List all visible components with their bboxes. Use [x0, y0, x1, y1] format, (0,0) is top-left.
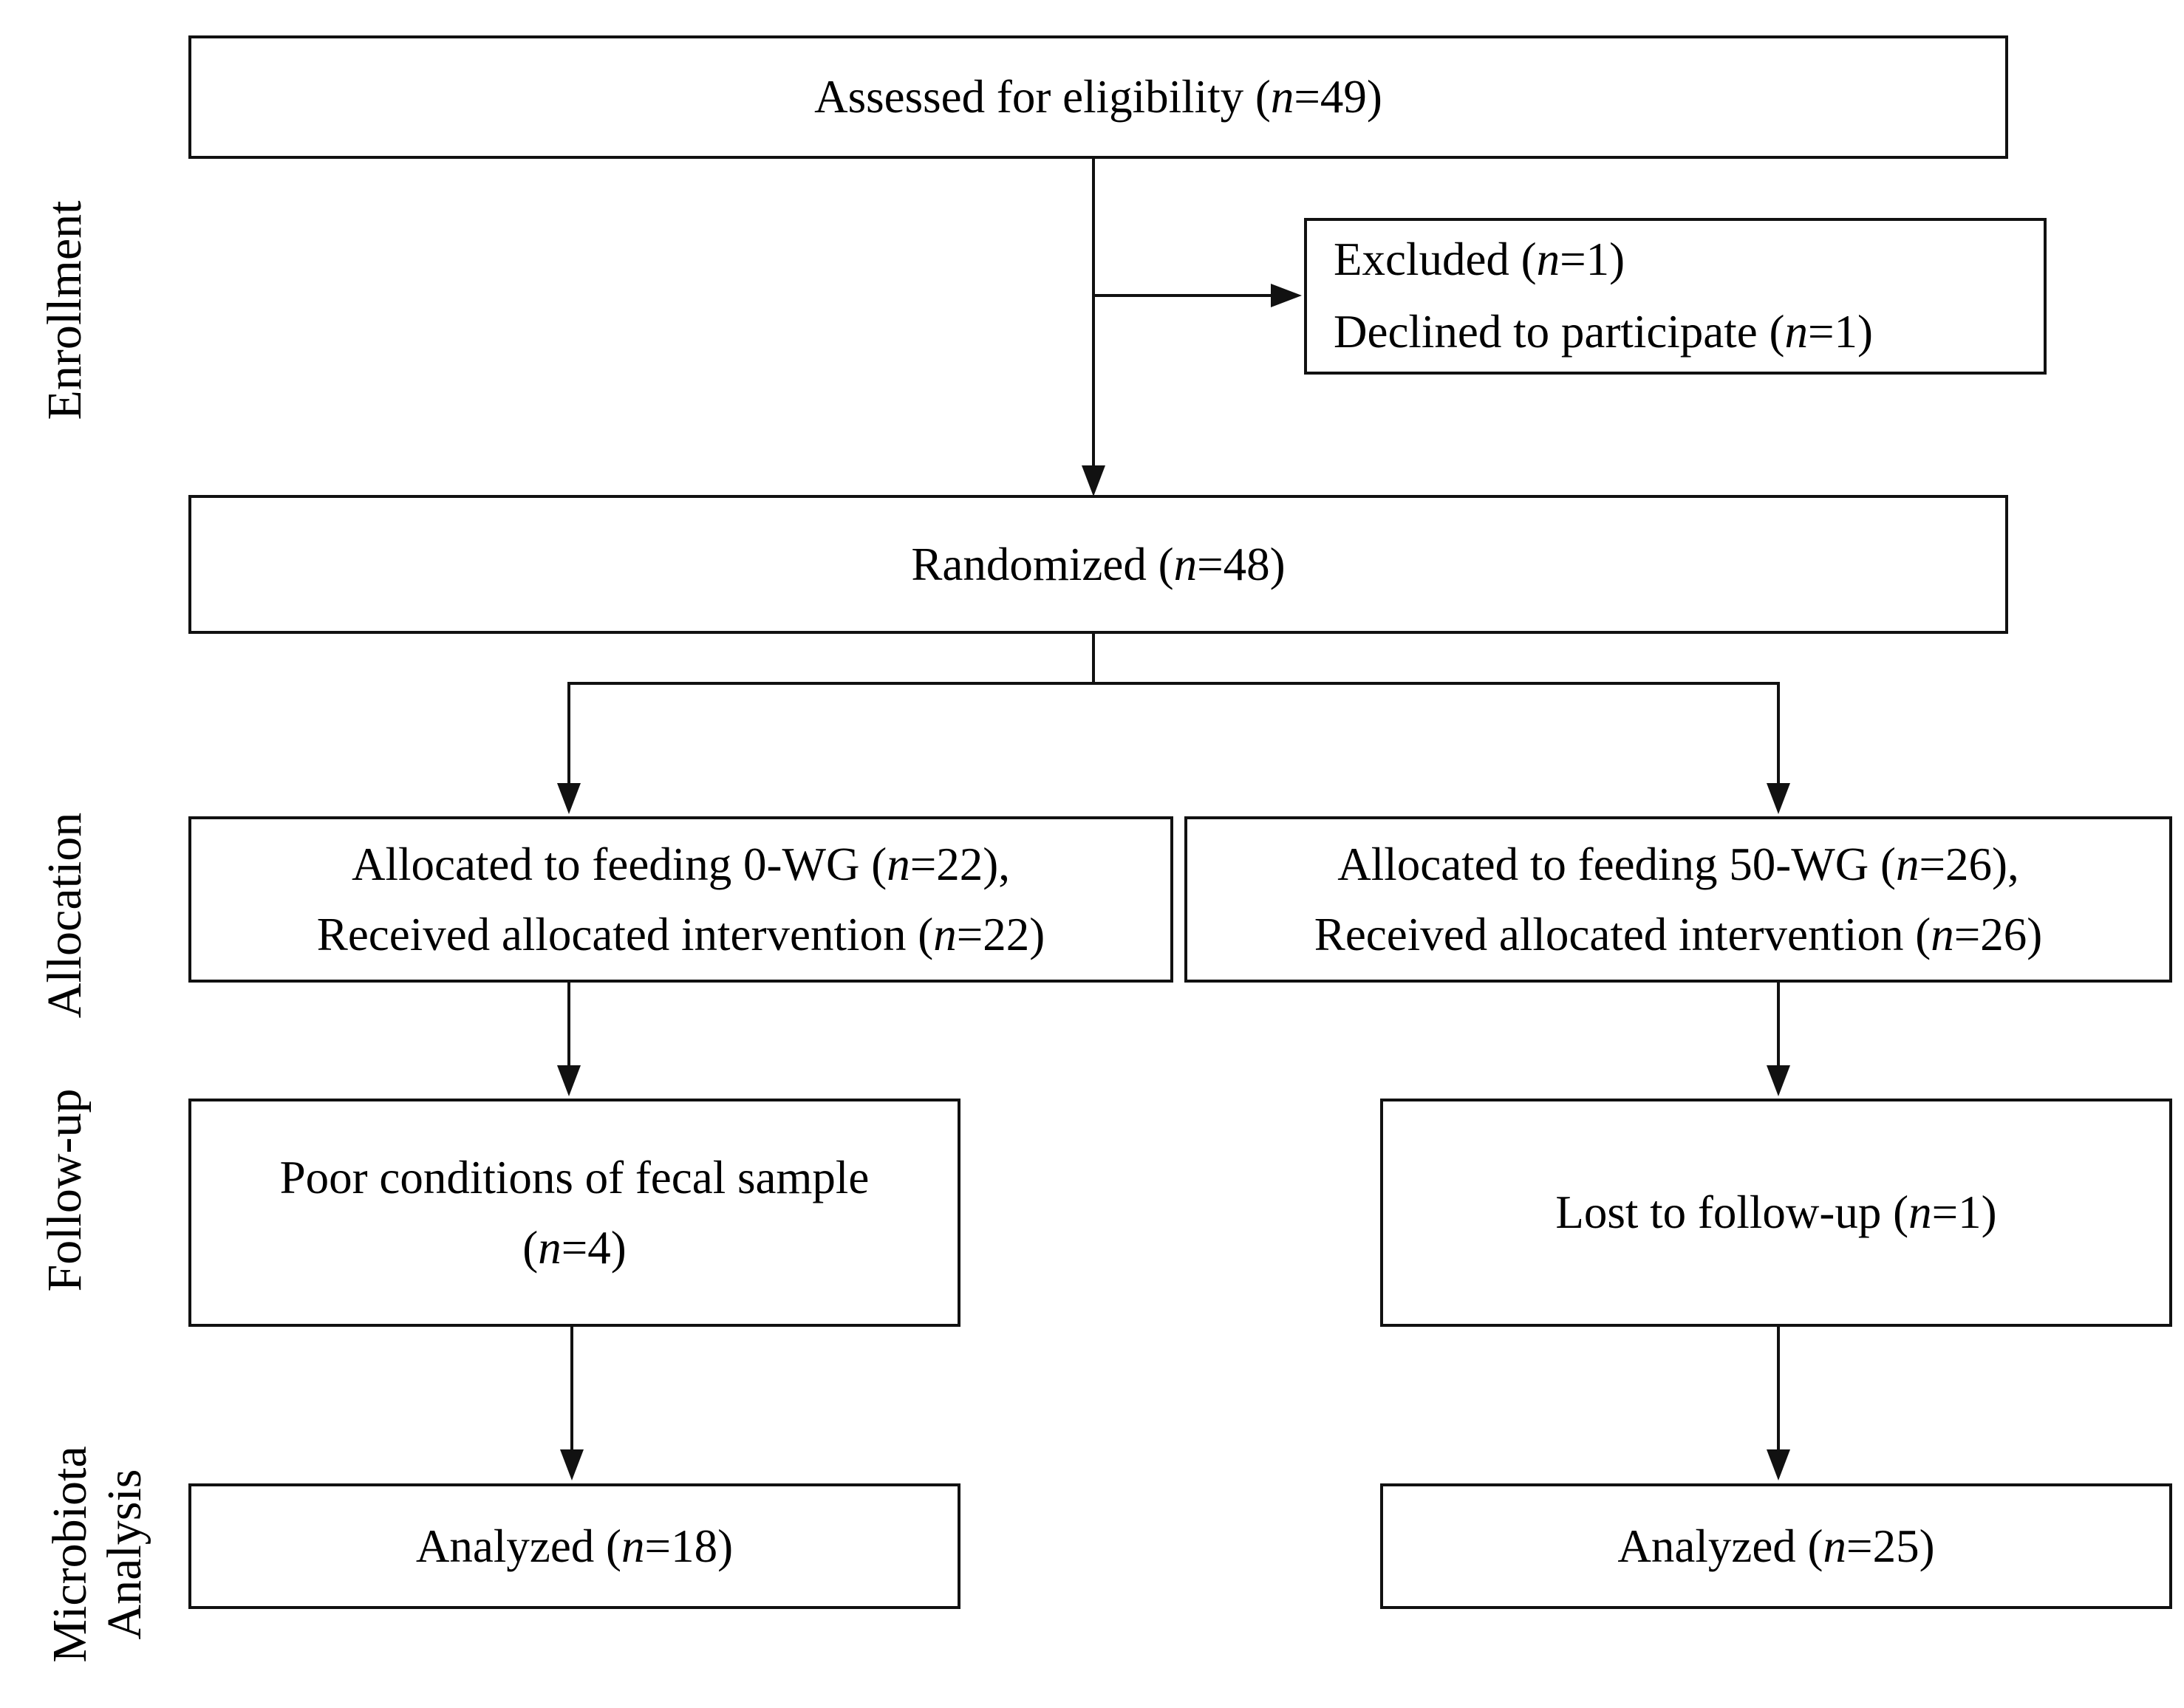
- stage-label-enrollment: Enrollment: [38, 200, 92, 420]
- excluded-box-line1: Excluded (n=1): [1334, 233, 1625, 286]
- connector-randomized-stub: [1092, 634, 1095, 685]
- followup-0wg-line1: Poor conditions of fecal sample: [279, 1152, 870, 1203]
- followup-50wg-label: Lost to follow-up (n=1): [1555, 1186, 1997, 1239]
- analyzed-50wg-box: Analyzed (n=25): [1380, 1483, 2172, 1609]
- arrowhead-randomized: [1082, 465, 1105, 496]
- followup-0wg-box: Poor conditions of fecal sample (n=4): [188, 1099, 960, 1327]
- arrowhead-left-followup: [557, 1065, 581, 1096]
- connector-assessed-to-randomized: [1092, 159, 1095, 473]
- arrowhead-right-followup: [1767, 1065, 1790, 1096]
- stage-label-microbiota-line2: Analysis: [98, 1469, 151, 1640]
- connector-left-allocation-to-followup: [567, 983, 570, 1068]
- connector-drop-left-allocation: [567, 682, 570, 788]
- assessed-box: Assessed for eligibility (n=49): [188, 35, 2008, 159]
- randomized-box: Randomized (n=48): [188, 495, 2008, 634]
- arrowhead-excluded: [1271, 284, 1302, 307]
- analyzed-0wg-box: Analyzed (n=18): [188, 1483, 960, 1609]
- allocated-50wg-line2: Received allocated intervention (n=26): [1314, 908, 2043, 960]
- excluded-box: Excluded (n=1) Declined to participate (…: [1304, 218, 2047, 375]
- analyzed-0wg-label: Analyzed (n=18): [415, 1520, 734, 1572]
- arrowhead-left-allocation: [557, 783, 581, 814]
- arrowhead-right-analyzed: [1767, 1449, 1790, 1480]
- allocated-50wg-line1: Allocated to feeding 50-WG (n=26),: [1337, 838, 2019, 890]
- stage-label-microbiota-analysis: Microbiota Analysis: [43, 1446, 152, 1662]
- randomized-box-label: Randomized (n=48): [911, 538, 1286, 590]
- allocated-0wg-box: Allocated to feeding 0-WG (n=22), Receiv…: [188, 816, 1173, 983]
- stage-label-allocation: Allocation: [38, 812, 92, 1019]
- connector-drop-right-allocation: [1777, 682, 1780, 788]
- excluded-box-line2: Declined to participate (n=1): [1334, 306, 1873, 358]
- arrowhead-right-allocation: [1767, 783, 1790, 814]
- followup-50wg-box: Lost to follow-up (n=1): [1380, 1099, 2172, 1327]
- followup-0wg-line2: (n=4): [522, 1221, 627, 1274]
- allocated-0wg-line2: Received allocated intervention (n=22): [316, 908, 1045, 960]
- connector-branch-to-excluded: [1093, 294, 1272, 297]
- stage-label-microbiota-line1: Microbiota: [43, 1446, 98, 1663]
- connector-allocation-branch: [569, 682, 1780, 685]
- arrowhead-left-analyzed: [560, 1449, 584, 1480]
- stage-label-followup: Follow-up: [38, 1088, 92, 1292]
- connector-right-allocation-to-followup: [1777, 983, 1780, 1068]
- connector-left-followup-to-analyzed: [570, 1327, 573, 1451]
- assessed-box-label: Assessed for eligibility (n=49): [814, 71, 1382, 123]
- analyzed-50wg-label: Analyzed (n=25): [1617, 1520, 1935, 1572]
- allocated-0wg-line1: Allocated to feeding 0-WG (n=22),: [352, 838, 1010, 890]
- allocated-50wg-box: Allocated to feeding 50-WG (n=26), Recei…: [1184, 816, 2172, 983]
- connector-right-followup-to-analyzed: [1777, 1327, 1780, 1451]
